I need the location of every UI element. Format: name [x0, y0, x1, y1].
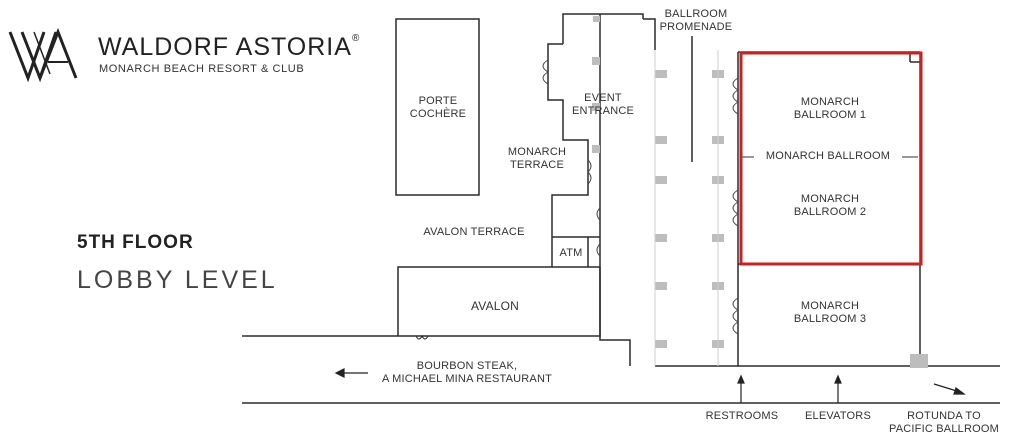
- direction-label-rotunda[interactable]: ROTUNDA TO PACIFIC BALLROOM: [889, 410, 999, 435]
- direction-arrows: [334, 368, 966, 403]
- selected-room-highlight[interactable]: [739, 51, 923, 266]
- promenade-faint-lines: [654, 50, 719, 366]
- direction-label-elevators[interactable]: ELEVATORS: [805, 410, 871, 422]
- trademark-symbol: ®: [351, 33, 361, 44]
- room-label-ballroom-promenade[interactable]: BALLROOM PROMENADE: [659, 8, 733, 33]
- room-label-porte-cochere[interactable]: PORTE COCHÈRE: [409, 95, 467, 120]
- room-label-event-entrance[interactable]: EVENT ENTRANCE: [571, 92, 635, 117]
- brand-subtitle: MONARCH BEACH RESORT & CLUB: [99, 63, 305, 75]
- ballroom-doors: [542, 59, 739, 335]
- event-entrance-walls: [397, 13, 644, 366]
- ballroom-promenade-walls: [643, 18, 738, 367]
- room-label-monarch-terrace[interactable]: MONARCH TERRACE: [507, 146, 567, 171]
- room-label-monarch-ballroom-3[interactable]: MONARCH BALLROOM 3: [793, 300, 867, 325]
- direction-label-restrooms[interactable]: RESTROOMS: [705, 410, 779, 422]
- direction-label-bourbon-steak[interactable]: BOURBON STEAK, A MICHAEL MINA RESTAURANT: [381, 360, 553, 385]
- brand-name: WALDORF ASTORIA®: [98, 33, 361, 61]
- waldorf-astoria-logo-icon: [8, 27, 78, 83]
- avalon-walls: [242, 267, 1000, 404]
- room-label-avalon[interactable]: AVALON: [470, 299, 520, 313]
- porte-cochere-area: [395, 18, 480, 196]
- room-label-monarch-ballroom-1[interactable]: MONARCH BALLROOM 1: [793, 96, 867, 121]
- room-label-atm[interactable]: ATM: [559, 247, 583, 259]
- floor-title: 5TH FLOOR: [77, 232, 194, 253]
- room-label-avalon-terrace[interactable]: AVALON TERRACE: [423, 226, 525, 238]
- room-label-monarch-ballroom-2[interactable]: MONARCH BALLROOM 2: [793, 193, 867, 218]
- floor-subtitle: LOBBY LEVEL: [77, 266, 278, 294]
- room-label-monarch-ballroom[interactable]: MONARCH BALLROOM: [754, 150, 902, 163]
